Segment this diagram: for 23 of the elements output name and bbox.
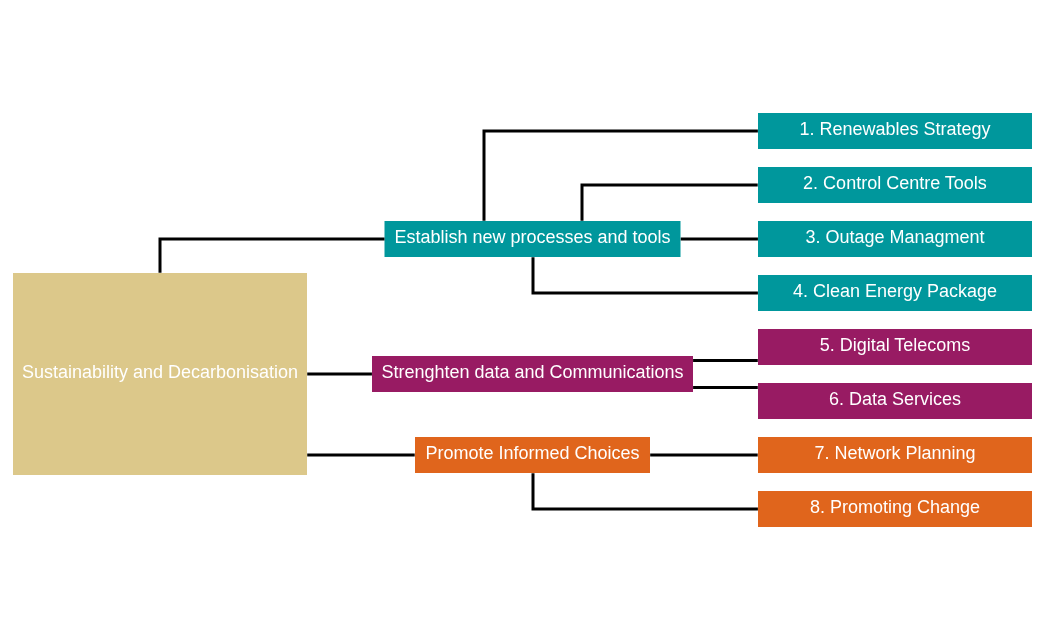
connector	[482, 129, 758, 221]
connector	[158, 237, 385, 273]
connector	[307, 372, 372, 376]
node-box: 7. Network Planning	[758, 437, 1032, 473]
node-box: Strenghten data and Communications	[372, 356, 693, 392]
node-box: 1. Renewables Strategy	[758, 113, 1032, 149]
node-box: 8. Promoting Change	[758, 491, 1032, 527]
connector	[307, 453, 415, 457]
connector	[531, 473, 758, 511]
node-box: 4. Clean Energy Package	[758, 275, 1032, 311]
connector	[693, 359, 758, 362]
node-box: Promote Informed Choices	[415, 437, 650, 473]
node-box: 6. Data Services	[758, 383, 1032, 419]
node-box: 5. Digital Telecoms	[758, 329, 1032, 365]
node-box: 3. Outage Managment	[758, 221, 1032, 257]
node-box: 2. Control Centre Tools	[758, 167, 1032, 203]
connector	[680, 237, 758, 241]
node-box: Sustainability and Decarbonisation	[13, 273, 307, 475]
connector	[580, 183, 758, 221]
node-box: Establish new processes and tools	[384, 221, 681, 257]
connector	[693, 386, 758, 389]
connector	[531, 257, 758, 295]
connector	[650, 453, 758, 457]
